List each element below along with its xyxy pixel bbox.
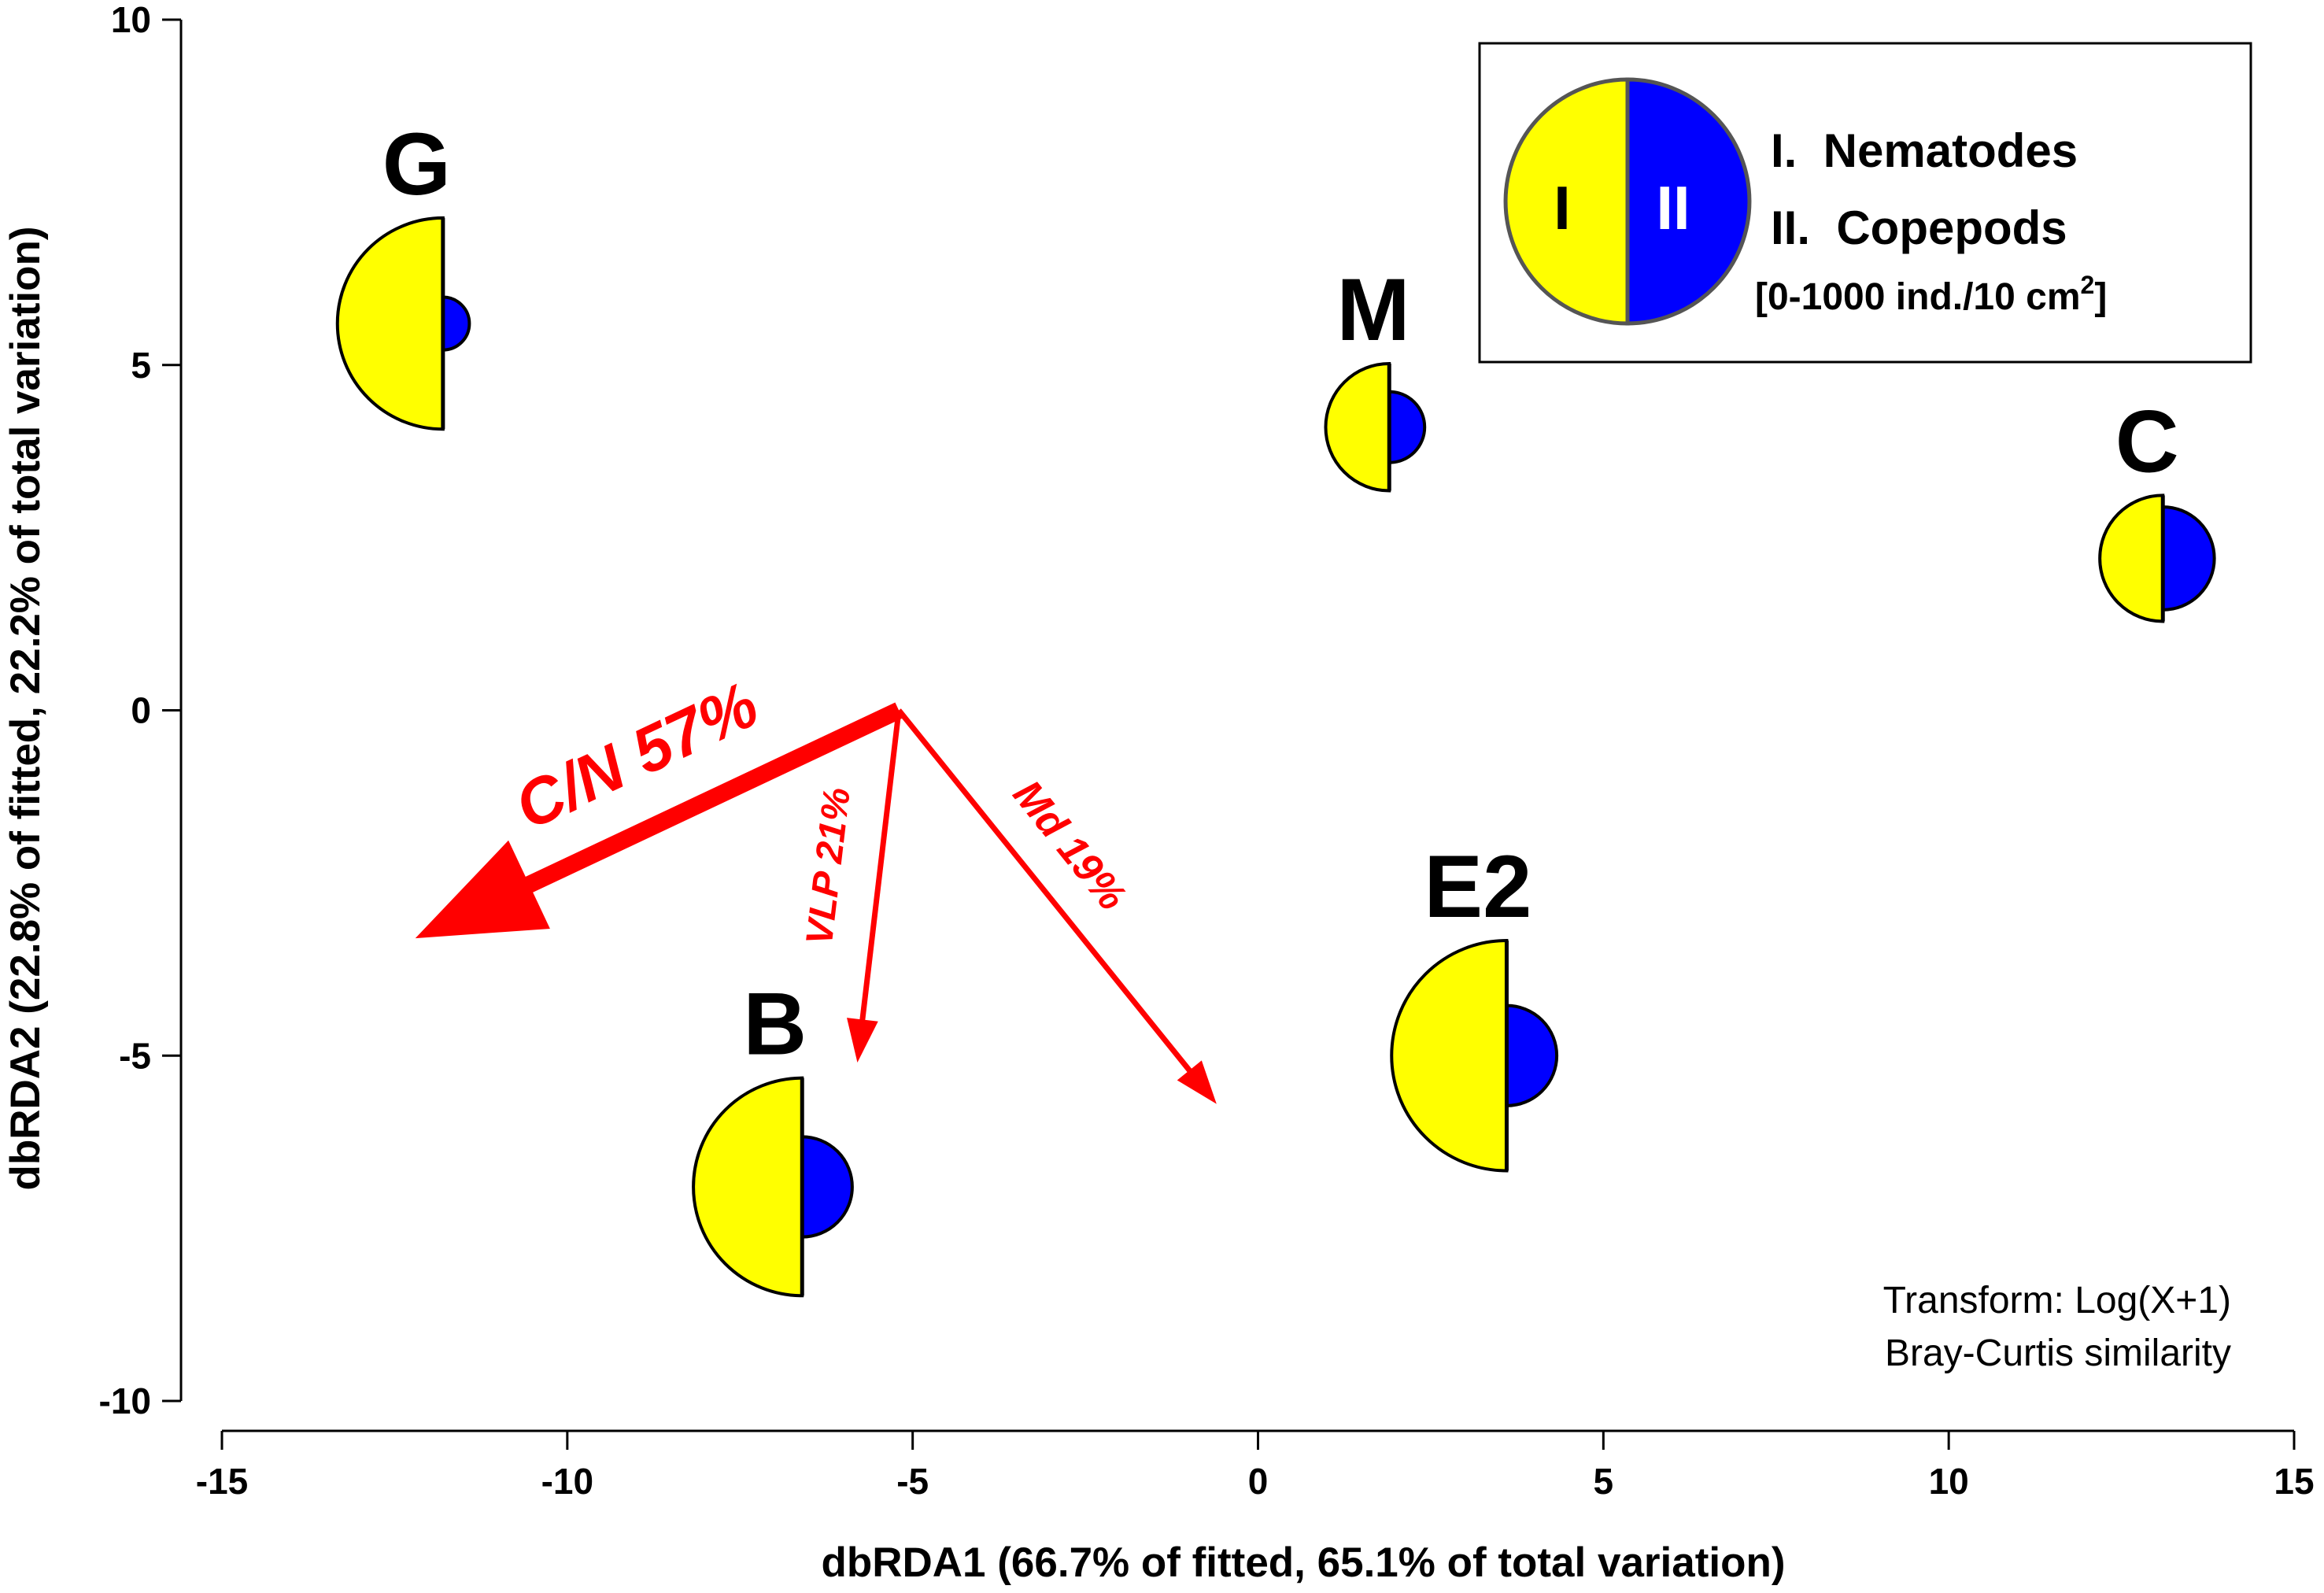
vector-arrowhead	[415, 840, 550, 939]
similarity-note: Bray-Curtis similarity	[1885, 1332, 2231, 1374]
site-points: G M C E2B	[335, 115, 2216, 1298]
transform-note: Transform: Log(X+1)	[1883, 1280, 2231, 1321]
x-axis-title: dbRDA1 (66.7% of fitted, 65.1% of total …	[821, 1539, 1785, 1586]
legend-range-text: [0-1000 ind./10 cm	[1755, 276, 2081, 318]
copepods-half	[1505, 1003, 1559, 1107]
x-tick-label: -5	[896, 1461, 929, 1502]
site-label: C	[2115, 392, 2179, 490]
legend-label-copepods: II. Copepods	[1771, 201, 2067, 254]
y-tick-label: 10	[111, 0, 151, 40]
x-tick-label: 0	[1248, 1461, 1269, 1502]
vector-label: C/N 57%	[504, 668, 769, 843]
y-tick-label: -5	[119, 1035, 151, 1076]
legend-range-close: ]	[2094, 276, 2107, 318]
vector-shaft	[859, 710, 902, 1023]
legend-copepods-half	[1625, 77, 1752, 326]
nematodes-half	[2098, 493, 2165, 623]
copepods-half	[800, 1135, 854, 1239]
vector-arrowhead	[847, 1018, 878, 1063]
legend: I II I. Nematodes II. Copepods [0-1000 i…	[1478, 42, 2252, 364]
x-tick-label: 5	[1594, 1461, 1614, 1502]
x-tick-label: 10	[1929, 1461, 1969, 1502]
legend-nematodes-half	[1503, 77, 1630, 326]
x-tick-label: -10	[541, 1461, 593, 1502]
vector-label: VLP 21%	[799, 785, 859, 948]
nematodes-half	[1324, 361, 1391, 493]
vector-label: Md 19%	[1004, 772, 1136, 919]
copepods-half	[2161, 505, 2216, 612]
vector-shaft	[896, 708, 1194, 1075]
legend-range: [0-1000 ind./10 cm2]	[1755, 271, 2107, 318]
copepods-half	[1387, 390, 1427, 464]
axes: -10 -5 0 5 10 -15 -10 -5 0 5 10 15	[99, 0, 2315, 1502]
y-tick-label: 0	[131, 690, 151, 731]
legend-range-sup: 2	[2081, 271, 2095, 299]
nematodes-half	[1391, 939, 1509, 1173]
x-tick-label: -15	[196, 1461, 248, 1502]
site-label: B	[743, 975, 807, 1074]
vector-shaft	[523, 702, 903, 894]
legend-numeral-i: I	[1554, 173, 1571, 242]
nematodes-half	[692, 1076, 804, 1298]
y-tick-label: 5	[131, 345, 151, 386]
nematodes-half	[335, 216, 445, 431]
x-tick-label: 15	[2274, 1461, 2314, 1502]
environmental-vectors: C/N 57% VLP 21% Md 19%	[415, 668, 1217, 1104]
vector-arrowhead	[1177, 1060, 1217, 1104]
legend-numeral-ii: II	[1656, 173, 1690, 242]
legend-label-nematodes: I. Nematodes	[1771, 124, 2078, 177]
site-label: G	[382, 115, 451, 213]
site-label: E2	[1424, 837, 1531, 936]
site-label: M	[1336, 261, 1410, 359]
y-tick-label: -10	[99, 1380, 151, 1421]
y-axis-title: dbRDA2 (22.8% of fitted, 22.2% of total …	[2, 226, 49, 1190]
copepods-half	[441, 295, 471, 352]
